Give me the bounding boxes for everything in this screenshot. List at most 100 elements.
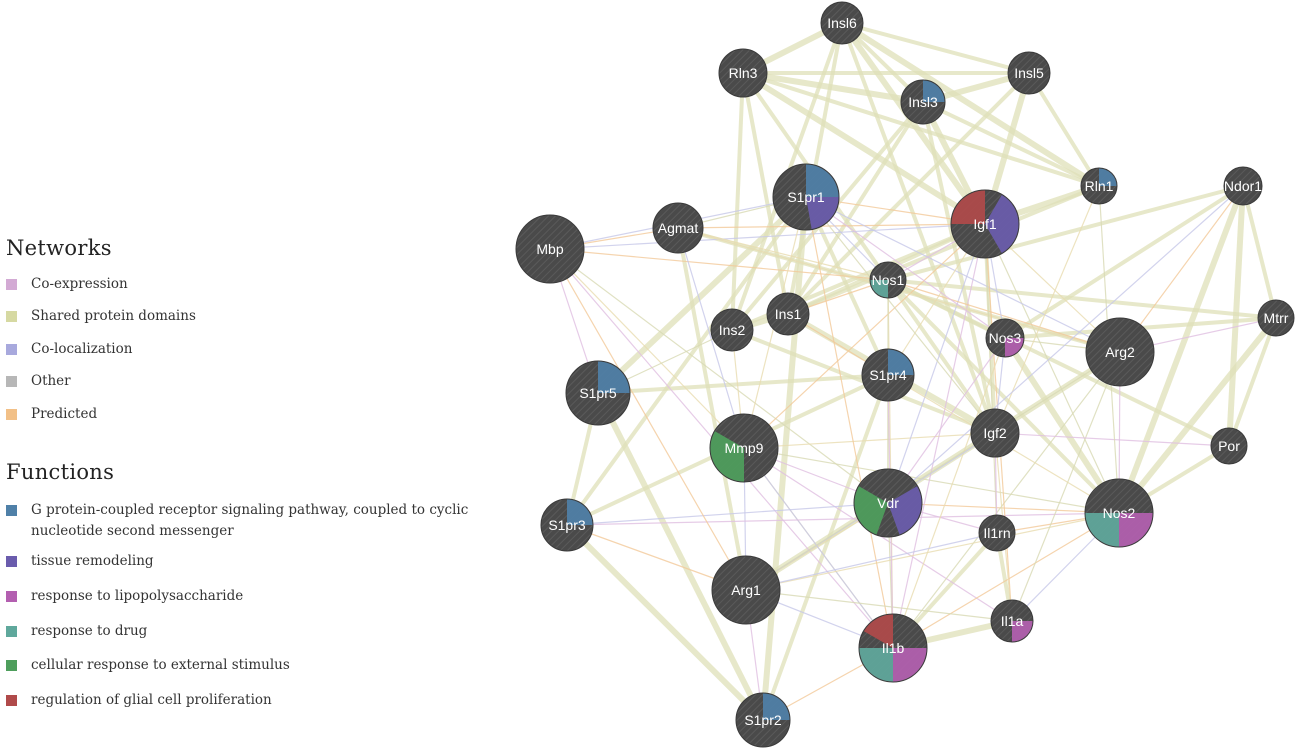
shared-domain-edge	[886, 278, 1121, 515]
gene-node-il1a[interactable]: Il1a	[990, 599, 1034, 643]
interaction-edge	[566, 502, 889, 526]
gene-node-agmat[interactable]: Agmat	[652, 202, 704, 254]
shared-domain-edge	[786, 100, 925, 316]
networks-title: Networks	[6, 236, 112, 260]
node-label: Ndor1	[1224, 178, 1262, 194]
gene-node-mtrr[interactable]: Mtrr	[1257, 299, 1295, 337]
interaction-edge	[677, 227, 889, 281]
gene-node-rln3[interactable]: Rln3	[718, 48, 768, 98]
node-label: Nos3	[989, 330, 1022, 346]
shared-domain-edge	[786, 71, 1031, 316]
gene-node-rln1[interactable]: Rln1	[1080, 167, 1118, 205]
shared-domain-edge	[1002, 336, 1122, 515]
node-circle	[820, 1, 864, 45]
node-label: Ins2	[719, 322, 746, 338]
function-legend-label: response to drug	[31, 623, 148, 639]
gene-node-arg1[interactable]: Arg1	[711, 555, 781, 625]
function-wedge	[863, 614, 893, 648]
function-legend-item: response to lipopolysaccharide	[6, 586, 476, 607]
function-legend-label: response to lipopolysaccharide	[31, 588, 244, 604]
interaction-edge	[745, 512, 1120, 591]
node-label: Nos2	[1103, 505, 1136, 521]
gene-node-mbp[interactable]: Mbp	[515, 214, 585, 284]
interaction-edge	[994, 432, 1230, 447]
legend-swatch	[6, 626, 17, 637]
gene-node-igf1[interactable]: Igf1	[950, 189, 1020, 259]
interaction-edge	[549, 248, 747, 591]
interaction-edge	[743, 447, 894, 649]
gene-node-mmp9[interactable]: Mmp9	[709, 413, 779, 483]
gene-node-s1pr1[interactable]: S1pr1	[772, 163, 840, 231]
function-legend-item: regulation of glial cell proliferation	[6, 690, 476, 711]
gene-node-nos3[interactable]: Nos3	[985, 318, 1025, 358]
interaction-edge	[892, 337, 1006, 649]
interaction-edge	[1011, 351, 1121, 622]
node-label: Agmat	[658, 220, 699, 236]
gene-node-il1b[interactable]: Il1b	[858, 613, 928, 683]
interaction-edge	[805, 196, 1006, 339]
gene-node-ins2[interactable]: Ins2	[710, 308, 754, 352]
gene-node-s1pr5[interactable]: S1pr5	[565, 360, 631, 426]
interaction-edge	[892, 351, 1121, 649]
gene-node-s1pr2[interactable]: S1pr2	[735, 692, 791, 748]
shared-domain-edge	[840, 20, 1101, 189]
legend-swatch	[6, 660, 17, 671]
shared-domain-edge	[887, 278, 1277, 320]
network-legend-label: Co-expression	[31, 276, 128, 292]
gene-node-ins1[interactable]: Ins1	[766, 292, 810, 336]
gene-node-il1rn[interactable]: Il1rn	[978, 514, 1016, 552]
node-label: Igf1	[973, 216, 997, 232]
node-label: Arg2	[1105, 344, 1135, 360]
networks-legend: Networks	[6, 236, 486, 260]
legend-swatch	[6, 505, 17, 516]
node-label: Ins1	[775, 306, 802, 322]
shared-domain-edge	[841, 21, 1030, 75]
function-wedge	[870, 280, 888, 298]
node-label: Mmp9	[725, 440, 764, 456]
node-label: Por	[1218, 438, 1240, 454]
node-label: Insl3	[908, 94, 938, 110]
gene-node-igf2[interactable]: Igf2	[970, 408, 1020, 458]
node-circle	[970, 408, 1020, 458]
function-wedge	[567, 499, 593, 525]
function-wedge	[888, 486, 922, 535]
interaction-edge	[549, 248, 745, 449]
gene-node-insl3[interactable]: Insl3	[900, 79, 946, 125]
interaction-edge	[984, 223, 1120, 514]
interaction-edge	[743, 432, 996, 449]
interaction-edge	[745, 532, 998, 591]
function-wedge	[763, 693, 790, 720]
shared-domain-edge	[742, 70, 924, 105]
network-legend-item: Co-expression	[6, 274, 128, 295]
interaction-edge	[549, 223, 986, 250]
function-legend-label: G protein-coupled receptor signaling pat…	[31, 502, 469, 539]
shared-domain-edge	[787, 184, 1100, 316]
gene-node-s1pr4[interactable]: S1pr4	[861, 348, 915, 402]
shared-domain-edge	[922, 100, 1100, 188]
node-label: S1pr3	[548, 517, 586, 533]
gene-node-insl5[interactable]: Insl5	[1007, 51, 1051, 95]
gene-node-por[interactable]: Por	[1210, 427, 1248, 465]
gene-node-ndor1[interactable]: Ndor1	[1223, 166, 1263, 206]
interaction-edge	[805, 196, 1121, 353]
gene-node-s1pr3[interactable]: S1pr3	[540, 498, 594, 552]
shared-domain-edge	[1227, 317, 1278, 447]
gene-node-nos1[interactable]: Nos1	[869, 261, 907, 299]
legend-swatch	[6, 279, 17, 290]
gene-node-vdr[interactable]: Vdr	[853, 468, 923, 538]
legend-swatch	[6, 591, 17, 602]
gene-node-nos2[interactable]: Nos2	[1084, 478, 1154, 548]
node-label: Mtrr	[1264, 310, 1289, 326]
shared-domain-edge	[887, 184, 1244, 282]
gene-node-insl6[interactable]: Insl6	[820, 1, 864, 45]
gene-node-arg2[interactable]: Arg2	[1085, 317, 1155, 387]
node-circle	[652, 202, 704, 254]
shared-domain-edge	[1027, 71, 1101, 188]
shared-domain-edge	[595, 391, 766, 722]
node-label: Il1a	[1001, 613, 1024, 629]
shared-domain-edge	[564, 522, 766, 723]
network-legend-item: Shared protein domains	[6, 306, 196, 327]
function-legend-label: regulation of glial cell proliferation	[31, 692, 272, 708]
